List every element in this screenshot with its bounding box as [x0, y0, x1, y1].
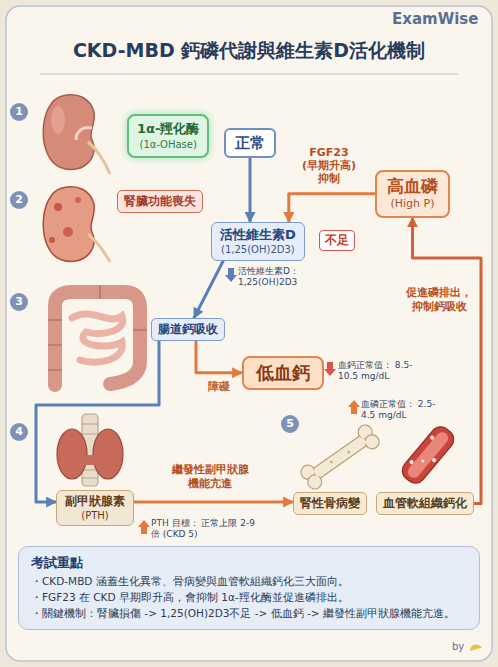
node-text: 腎性骨病變	[300, 496, 360, 511]
state-box: 低血鈣	[242, 356, 324, 390]
node-text: ・關鍵機制：腎臟損傷 -> 1,25(OH)2D3不足 -> 低血鈣 -> 繼發…	[31, 605, 467, 621]
edge-label: 繼發性副甲狀腺機能亢進	[170, 463, 250, 492]
status-box: 腎臟功能喪失	[117, 190, 203, 213]
node-text: 低血鈣	[256, 362, 310, 384]
note-label: PTH 目標： 正常上限 2-9 倍 (CKD 5)	[151, 518, 263, 541]
diagram-title: CKD-MBD 鈣磷代謝與維生素D活化機制	[0, 38, 498, 64]
node-text: 高血磷	[387, 176, 438, 197]
node-text: ・FGF23 在 CKD 早期即升高，會抑制 1α-羥化酶並促進磷排出。	[31, 589, 467, 605]
enzyme-box: 1α-羥化酶(1α-OHase)	[127, 114, 209, 158]
down-arrow-icon	[225, 268, 237, 282]
node-text: 血管軟組織鈣化	[383, 496, 467, 511]
brand-label: ExamWise	[392, 10, 478, 28]
connector-arrow	[249, 158, 252, 222]
node-text: 不足	[325, 233, 349, 248]
thyroid	[57, 414, 123, 486]
node-text: 1α-羥化酶	[137, 121, 199, 138]
connector-arrow	[36, 341, 159, 502]
callout-number: 5	[281, 415, 299, 433]
note-label: 血磷正常值： 2.5-4.5 mg/dL	[361, 399, 439, 422]
intestine	[48, 285, 147, 385]
node-text: 正常	[235, 134, 265, 152]
kidney-normal	[43, 95, 110, 174]
up-arrow-icon	[138, 520, 150, 534]
process-box: 腸道鈣吸收	[151, 318, 225, 341]
callout-number: 3	[10, 293, 28, 311]
status-box: 不足	[319, 230, 355, 251]
state-box: 高血磷(High P)	[375, 170, 450, 218]
up-arrow-icon	[348, 400, 360, 414]
callout-number: 4	[10, 423, 28, 441]
node-text: (High P)	[387, 197, 438, 211]
signature-label: by	[452, 641, 464, 652]
connector-arrow	[134, 501, 293, 504]
hormone-box: 副甲狀腺素(PTH)	[56, 490, 134, 526]
node-text: 腸道鈣吸收	[158, 322, 218, 337]
key-points-panel: 考試重點・CKD-MBD 涵蓋生化異常、骨病變與血管軟組織鈣化三大面向。・FGF…	[18, 546, 480, 630]
edge-label: 促進磷排出，抑制鈣吸收	[404, 286, 474, 315]
kidney-damaged	[43, 187, 110, 262]
status-box: 正常	[224, 128, 276, 158]
note-label: 血鈣正常值： 8.5-10.5 mg/dL	[338, 360, 414, 383]
node-text: (PTH)	[65, 509, 125, 522]
callout-number: 2	[10, 191, 28, 209]
connector-arrow	[196, 341, 242, 373]
signature-icon	[470, 644, 482, 651]
process-box: 活性維生素D(1,25(OH)2D3)	[211, 222, 305, 261]
blood-vessel	[398, 423, 458, 487]
node-text: ・CKD-MBD 涵蓋生化異常、骨病變與血管軟組織鈣化三大面向。	[31, 573, 467, 589]
node-text: 活性維生素D	[220, 227, 296, 243]
outcome-box: 血管軟組織鈣化	[376, 492, 474, 515]
bone	[298, 422, 382, 491]
connector-arrow	[194, 261, 223, 318]
callout-number: 1	[10, 103, 28, 121]
node-text: 副甲狀腺素	[65, 494, 125, 509]
page-frame	[6, 6, 492, 661]
edge-label: 障礙	[199, 380, 239, 393]
node-text: (1,25(OH)2D3)	[220, 243, 296, 256]
connector-arrow	[289, 194, 375, 222]
node-text: (1α-OHase)	[137, 138, 199, 151]
node-text: 考試重點	[31, 554, 467, 573]
title-rule	[40, 73, 458, 75]
down-arrow-icon	[324, 362, 336, 376]
edge-label: FGF23 (早期升高) 抑制	[296, 146, 362, 186]
node-text: 腎臟功能喪失	[124, 194, 196, 209]
outcome-box: 腎性骨病變	[293, 492, 367, 515]
connector-arrow	[413, 218, 482, 504]
note-label: 活性維生素D： 1,25(OH)2D3	[238, 266, 322, 289]
